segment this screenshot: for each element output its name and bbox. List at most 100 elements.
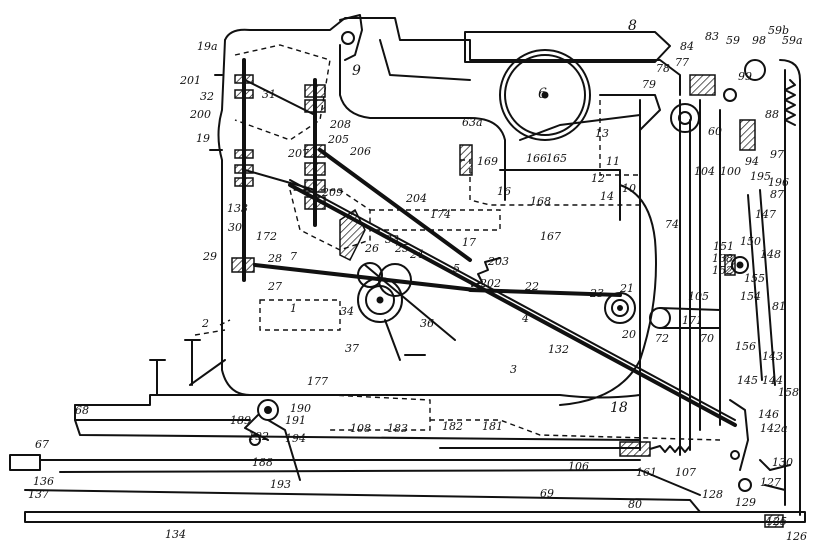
label-145: 145: [737, 374, 758, 387]
label-69: 69: [540, 487, 554, 500]
label-134: 134: [165, 528, 186, 541]
label-4: 4: [521, 312, 529, 325]
label-5: 5: [453, 262, 460, 275]
label-125: 125: [766, 515, 787, 528]
label-34: 34: [340, 305, 354, 318]
label-207: 207: [287, 147, 309, 160]
label-2: 2: [201, 317, 209, 330]
label-108: 108: [350, 422, 371, 435]
label-148: 148: [760, 248, 781, 261]
label-13: 13: [595, 127, 609, 140]
label-63a: 63a: [462, 116, 483, 129]
label-99: 99: [738, 70, 752, 83]
keyboard-frame: [9, 394, 641, 471]
label-168: 168: [530, 195, 551, 208]
label-188: 188: [252, 456, 273, 469]
label-208: 208: [329, 118, 351, 131]
label-183: 183: [387, 422, 408, 435]
label-158: 158: [778, 386, 799, 399]
label-8: 8: [628, 18, 637, 34]
lower-right-linkage: [729, 399, 791, 528]
label-29: 29: [202, 250, 217, 263]
label-59: 59: [726, 34, 740, 47]
label-172: 172: [256, 230, 277, 243]
label-206: 206: [349, 145, 371, 158]
label-200: 200: [189, 108, 211, 121]
labels: 8 6 9 19a 201 32 31 200 208 19 207 205 2…: [28, 18, 807, 543]
left-roller-stack: [231, 58, 255, 282]
label-169: 169: [477, 155, 498, 168]
label-130: 130: [772, 456, 793, 469]
label-22: 22: [524, 280, 539, 293]
label-20: 20: [621, 328, 636, 341]
label-67: 67: [35, 438, 49, 451]
label-1: 1: [290, 302, 297, 315]
label-23: 23: [589, 287, 604, 300]
label-106: 106: [568, 460, 589, 473]
label-74: 74: [665, 218, 679, 231]
label-70: 70: [700, 332, 714, 345]
label-165: 165: [546, 152, 567, 165]
label-27: 27: [267, 280, 282, 293]
label-201: 201: [179, 74, 201, 87]
label-14: 14: [600, 190, 614, 203]
label-144: 144: [762, 374, 783, 387]
lever-190: [244, 399, 301, 481]
label-133: 133: [227, 202, 248, 215]
label-167: 167: [540, 230, 561, 243]
label-87: 87: [770, 188, 784, 201]
label-94: 94: [745, 155, 759, 168]
label-171: 171: [682, 314, 703, 327]
spring-coil: [471, 257, 501, 287]
label-143: 143: [762, 350, 783, 363]
label-147: 147: [755, 208, 776, 221]
label-98: 98: [752, 34, 766, 47]
label-202: 202: [479, 277, 501, 290]
cam-10: [559, 184, 657, 406]
label-136: 136: [33, 475, 54, 488]
label-19a: 19a: [197, 40, 218, 53]
label-194: 194: [285, 432, 306, 445]
label-7: 7: [290, 250, 297, 263]
bottom-spring: [439, 441, 691, 457]
label-84: 84: [680, 40, 694, 53]
label-9: 9: [352, 63, 361, 79]
label-24: 24: [409, 248, 424, 261]
label-181: 181: [482, 420, 503, 433]
label-142a: 142a: [760, 422, 788, 435]
label-31: 31: [262, 88, 276, 101]
label-88: 88: [765, 108, 779, 121]
label-81: 81: [772, 300, 786, 313]
label-80: 80: [628, 498, 642, 511]
label-155: 155: [744, 272, 765, 285]
linkage-rods: [244, 79, 737, 427]
label-129: 129: [735, 496, 756, 509]
label-12: 12: [591, 172, 605, 185]
label-132: 132: [548, 343, 569, 356]
label-107: 107: [675, 466, 696, 479]
label-79: 79: [642, 78, 656, 91]
label-19: 19: [196, 132, 210, 145]
label-33: 33: [385, 233, 399, 246]
label-97: 97: [770, 148, 784, 161]
label-60: 60: [708, 125, 722, 138]
label-138: 138: [712, 252, 733, 265]
label-189: 189: [230, 414, 251, 427]
label-59a: 59a: [782, 34, 803, 47]
platen-roller: [499, 49, 591, 141]
label-177: 177: [307, 375, 328, 388]
label-25: 25: [394, 242, 409, 255]
label-18: 18: [610, 400, 628, 416]
label-28: 28: [267, 252, 282, 265]
label-196: 196: [768, 176, 789, 189]
label-137: 137: [28, 488, 49, 501]
label-154: 154: [740, 290, 761, 303]
label-104: 104: [694, 165, 715, 178]
label-156: 156: [735, 340, 756, 353]
label-193: 193: [270, 478, 291, 491]
label-105: 105: [688, 290, 709, 303]
label-68: 68: [75, 404, 89, 417]
label-11: 11: [606, 155, 620, 168]
label-17: 17: [462, 236, 476, 249]
